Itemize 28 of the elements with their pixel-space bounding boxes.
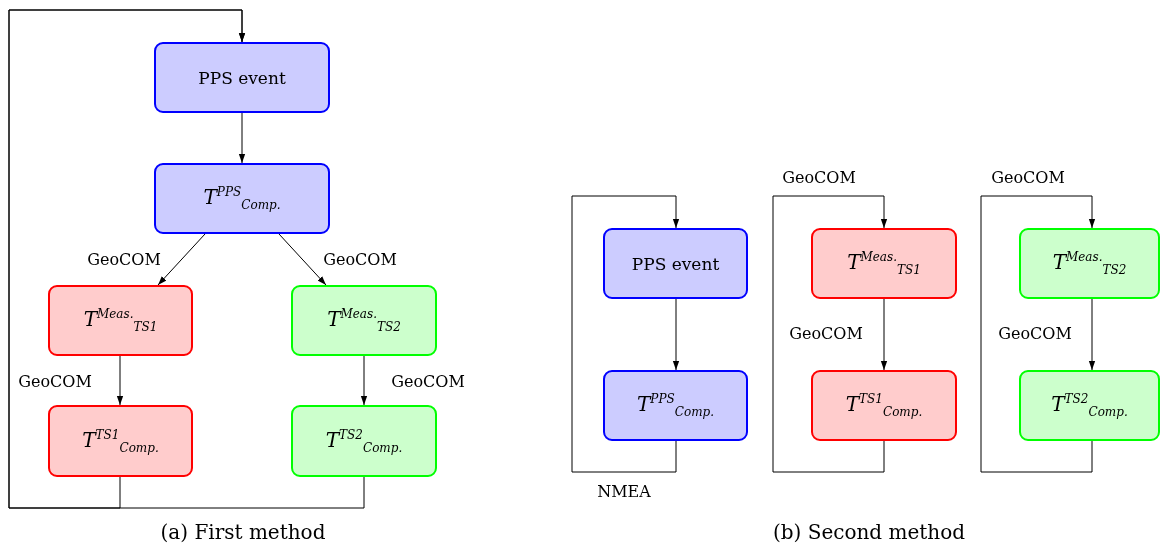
- figure-caption: (a) First method: [160, 520, 326, 544]
- arrow: [880, 298, 888, 371]
- process-box: [291, 285, 437, 356]
- arrow: [772, 195, 888, 473]
- process-box: [48, 405, 193, 477]
- figure-caption: (b) Second method: [772, 520, 966, 544]
- process-box: [1019, 228, 1160, 299]
- process-box: [48, 285, 193, 356]
- box-label: PPS event: [631, 253, 720, 274]
- process-box: [603, 228, 748, 299]
- box-label: PPS event: [198, 67, 286, 88]
- process-box: [154, 163, 330, 234]
- arrow: [672, 298, 680, 371]
- arrow: [1088, 298, 1096, 371]
- arrow: [238, 112, 246, 164]
- arrow: [157, 233, 206, 286]
- arrow: [360, 355, 368, 406]
- process-box: [291, 405, 437, 477]
- arrow: [278, 233, 327, 286]
- process-box: [603, 370, 748, 441]
- process-box: [811, 228, 957, 299]
- arrow: [116, 355, 124, 406]
- arrow: [8, 9, 365, 509]
- process-box: [1019, 370, 1160, 441]
- process-box: [154, 42, 330, 113]
- arrow: [571, 195, 680, 473]
- arrow: [980, 195, 1096, 473]
- process-box: [811, 370, 957, 441]
